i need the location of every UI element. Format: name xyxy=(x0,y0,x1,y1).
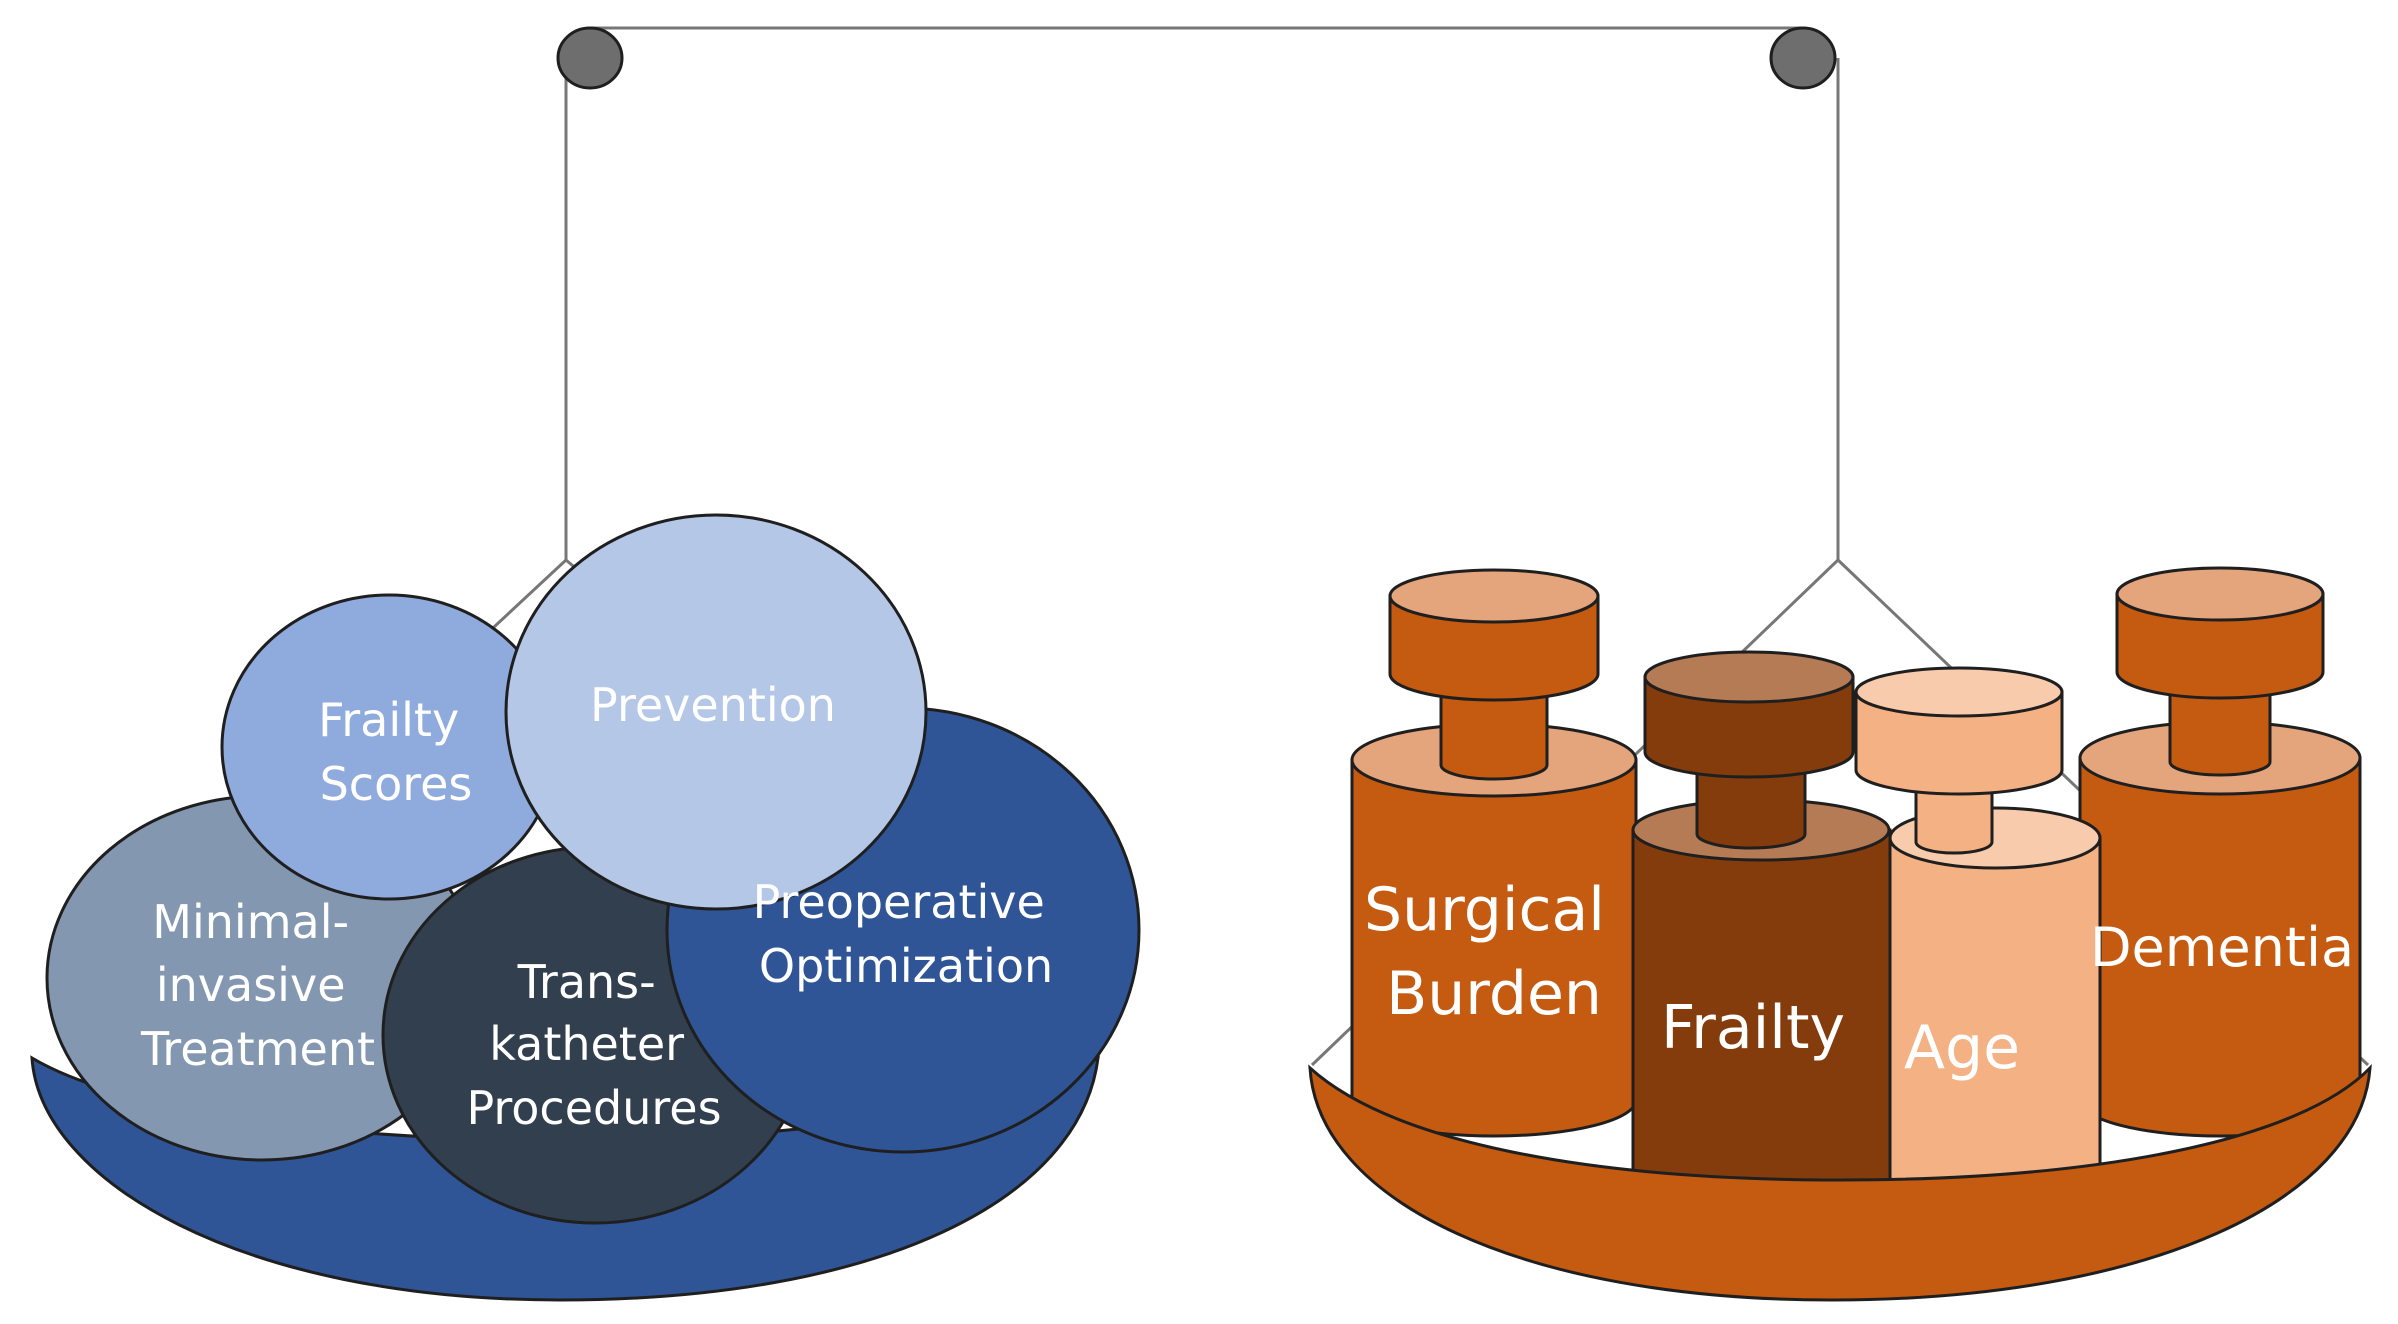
frailty-scores-ellipse xyxy=(220,593,558,901)
left-pan-string-left xyxy=(478,558,568,642)
surgical-burden-knob-top xyxy=(1388,568,1600,624)
prevention-ellipse xyxy=(504,513,928,911)
left-pivot-knob xyxy=(556,26,624,90)
right-pivot-knob xyxy=(1769,26,1837,90)
frailty-knob-top xyxy=(1643,650,1855,704)
prevention-label: Prevention xyxy=(590,678,836,732)
frailty-scores-label: Frailty Scores xyxy=(318,693,474,811)
dementia-knob-top xyxy=(2115,566,2325,622)
minimal-invasive-label: Minimal- invasive Treatment xyxy=(140,895,375,1076)
age-knob xyxy=(1854,690,2064,796)
left-pan-group: Frailty Scores Prevention Minimal- invas… xyxy=(30,513,1141,1302)
transkatheter-label: Trans- katheter Procedures xyxy=(466,955,721,1135)
dementia-weight-label: Dementia xyxy=(2090,916,2354,979)
frailty-knob xyxy=(1643,675,1855,779)
right-pan-dish xyxy=(1308,1063,2372,1302)
surgical-burden-neck xyxy=(1439,688,1549,781)
preoperative-label: Preoperative Optimization xyxy=(753,875,1060,993)
surgical-burden-body xyxy=(1350,758,1638,1138)
weight-frailty xyxy=(1631,650,1892,1184)
dementia-knob xyxy=(2115,592,2325,700)
weight-age xyxy=(1854,666,2102,1182)
frailty-neck xyxy=(1695,758,1807,850)
dementia-neck xyxy=(2168,688,2272,777)
age-weight-label: Age xyxy=(1904,1013,2020,1083)
surgical-burden-knob xyxy=(1388,594,1600,702)
frailty-weight-label: Frailty xyxy=(1661,993,1845,1063)
weight-dementia xyxy=(2078,566,2362,1138)
surgical-burden-label: Surgical Burden xyxy=(1364,875,1624,1029)
age-body xyxy=(1888,836,2102,1182)
right-pan-group: Surgical Burden Frailty Age Dementia xyxy=(1308,566,2372,1302)
weight-surgical-burden xyxy=(1350,568,1638,1138)
age-knob-top xyxy=(1854,666,2064,718)
